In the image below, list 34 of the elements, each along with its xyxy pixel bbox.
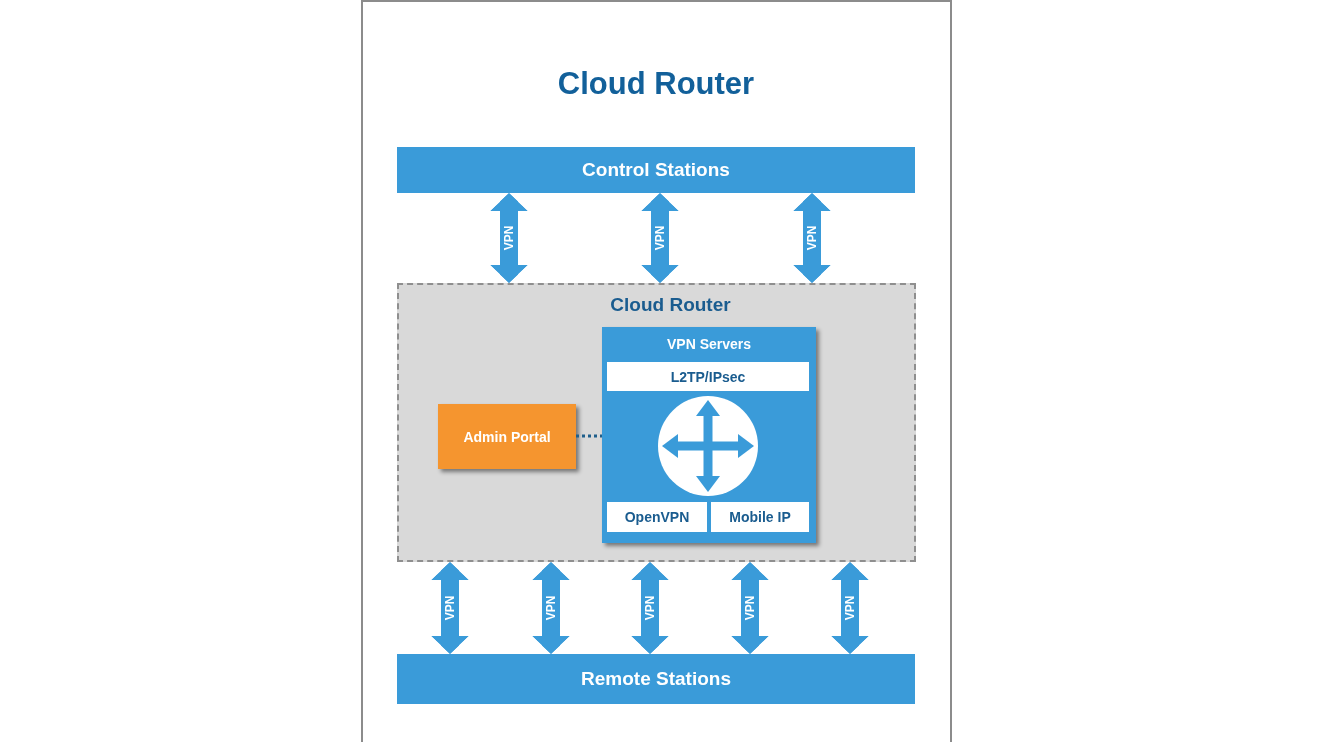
double-arrow [831,562,869,654]
bar-label: Control Stations [582,159,730,181]
double-arrow [631,562,669,654]
protocol-label: L2TP/IPsec [670,368,746,385]
protocol-box [607,362,809,391]
double-arrow [731,562,769,654]
edge-label: VPN [743,595,757,621]
station-bar [397,147,915,193]
edge-label: VPN [805,225,819,251]
bar-label: Remote Stations [581,668,731,690]
portal-box [438,404,576,469]
cloud-router-group [397,283,916,562]
dotted-connector [576,434,602,438]
double-arrow [793,193,831,283]
double-arrow [532,562,570,654]
edge-label: VPN [843,595,857,621]
edge-label: VPN [443,595,457,621]
double-arrow [431,562,469,654]
protocol-box [711,502,809,532]
edge-label: VPN [653,225,667,251]
edge-label: VPN [643,595,657,621]
double-arrow [641,193,679,283]
group-title: Cloud Router [610,294,731,316]
protocol-label: Mobile IP [729,509,791,525]
protocol-box [607,502,707,532]
server-panel [602,327,816,543]
portal-label: Admin Portal [463,428,551,445]
protocol-label: OpenVPN [624,509,690,525]
diagram-title: Cloud Router [557,66,755,102]
edge-label: VPN [544,595,558,621]
double-arrow [490,193,528,283]
panel-title: VPN Servers [666,336,752,352]
station-bar [397,654,915,704]
edge-label: VPN [502,225,516,251]
